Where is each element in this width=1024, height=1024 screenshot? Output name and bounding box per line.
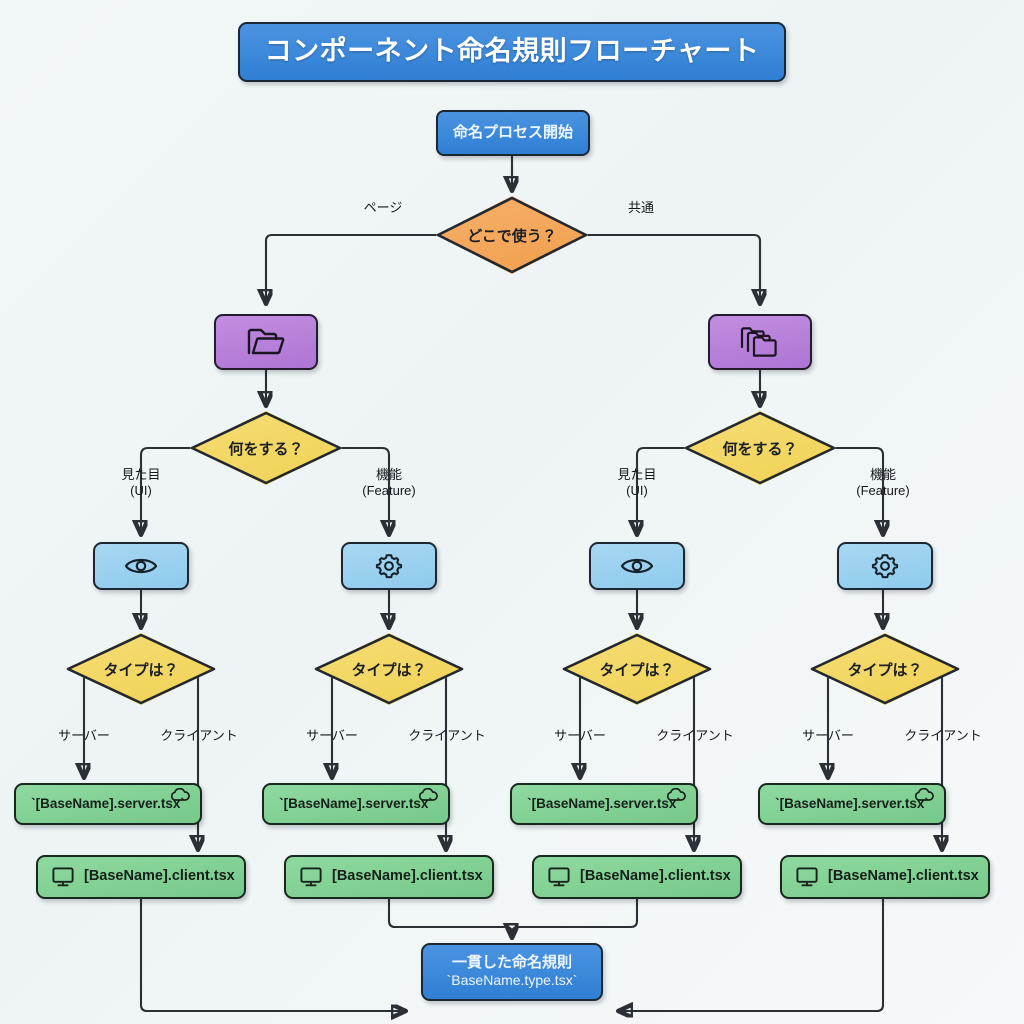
- page-title-text: コンポーネント命名規則フローチャート: [264, 36, 760, 67]
- result-client-3[interactable]: [BaseName].client.tsx: [532, 855, 742, 899]
- decision-type-3[interactable]: タイプは？: [562, 633, 712, 705]
- result-client-4-label: [BaseName].client.tsx: [828, 868, 979, 885]
- decision-where[interactable]: どこで使う？: [436, 196, 588, 274]
- decision-where-outline: [436, 196, 588, 274]
- decision-type-1[interactable]: タイプは？: [66, 633, 216, 705]
- result-server-2-label: `[BaseName].server.tsx`: [279, 796, 433, 812]
- result-server-1[interactable]: `[BaseName].server.tsx`: [14, 783, 202, 825]
- decision-what-page-outline: [190, 411, 342, 485]
- final-node-label: 一貫した命名規則 `BaseName.type.tsx`: [447, 954, 578, 989]
- decision-type-3-label: タイプは？: [599, 661, 675, 679]
- edge-label-server-1: サーバー: [58, 728, 110, 743]
- decision-what-shared-outline: [684, 411, 836, 485]
- decision-what-page-label: 何をする？: [228, 440, 304, 458]
- final-node[interactable]: 一貫した命名規則 `BaseName.type.tsx`: [421, 943, 603, 1001]
- gear-icon: [375, 554, 403, 579]
- monitor-icon: [548, 867, 570, 887]
- decision-type-4[interactable]: タイプは？: [810, 633, 960, 705]
- result-server-4[interactable]: `[BaseName].server.tsx`: [758, 783, 946, 825]
- edge-where-shared: [586, 233, 760, 303]
- cloud-icon: [170, 788, 190, 801]
- decision-type-4-outline: [810, 633, 960, 705]
- monitor-icon: [300, 867, 322, 887]
- start-node[interactable]: 命名プロセス開始: [436, 110, 590, 156]
- gear-icon: [871, 554, 899, 579]
- edge-label-shared: 共通: [627, 200, 654, 215]
- edge-label-client-1: クライアント: [160, 728, 238, 743]
- kind-node-ui-1[interactable]: [93, 542, 189, 590]
- result-server-3[interactable]: `[BaseName].server.tsx`: [510, 783, 698, 825]
- result-server-4-label: `[BaseName].server.tsx`: [775, 796, 929, 812]
- result-server-1-label: `[BaseName].server.tsx`: [31, 796, 185, 812]
- scope-node-shared[interactable]: [708, 314, 812, 370]
- decision-type-2-outline: [314, 633, 464, 705]
- edge-label-feature-1: 機能 (Feature): [362, 467, 416, 499]
- result-server-2[interactable]: `[BaseName].server.tsx`: [262, 783, 450, 825]
- edge-label-server-3: サーバー: [554, 728, 606, 743]
- decision-what-shared[interactable]: 何をする？: [684, 411, 836, 485]
- edge-where-page: [266, 233, 438, 303]
- folder-open-icon: [247, 328, 285, 355]
- final-node-line1: 一貫した命名規則: [451, 954, 572, 972]
- edge-label-client-4: クライアント: [904, 728, 982, 743]
- edge-label-client-3: クライアント: [656, 728, 734, 743]
- cloud-icon: [914, 788, 934, 801]
- edge-client1-final: [139, 897, 405, 1011]
- decision-type-1-outline: [66, 633, 216, 705]
- kind-node-feature-1[interactable]: [341, 542, 437, 590]
- scope-node-page[interactable]: [214, 314, 318, 370]
- monitor-icon: [52, 867, 74, 887]
- decision-type-3-outline: [562, 633, 712, 705]
- edge-label-ui-2: 見た目 (UI): [617, 467, 657, 499]
- folders-stack-icon: [740, 327, 777, 357]
- result-client-4[interactable]: [BaseName].client.tsx: [780, 855, 990, 899]
- decision-type-2-label: タイプは？: [351, 661, 427, 679]
- edge-client2-final: [387, 897, 512, 937]
- eye-icon: [124, 558, 158, 574]
- kind-node-feature-2[interactable]: [837, 542, 933, 590]
- edge-client3-final: [512, 897, 639, 937]
- decision-where-label: どこで使う？: [467, 227, 557, 245]
- decision-type-1-label: タイプは？: [103, 661, 179, 679]
- cloud-icon: [666, 788, 686, 801]
- final-node-line2: `BaseName.type.tsx`: [446, 972, 578, 988]
- decision-what-shared-label: 何をする？: [722, 440, 798, 458]
- start-node-label: 命名プロセス開始: [452, 124, 573, 142]
- edge-client4-final: [619, 897, 885, 1011]
- result-client-2-label: [BaseName].client.tsx: [332, 868, 483, 885]
- result-server-3-label: `[BaseName].server.tsx`: [527, 796, 681, 812]
- edge-label-ui-1: 見た目 (UI): [121, 467, 161, 499]
- decision-what-page[interactable]: 何をする？: [190, 411, 342, 485]
- result-client-1-label: [BaseName].client.tsx: [84, 868, 235, 885]
- result-client-1[interactable]: [BaseName].client.tsx: [36, 855, 246, 899]
- edge-label-feature-2: 機能 (Feature): [856, 467, 910, 499]
- cloud-icon: [418, 788, 438, 801]
- edge-label-server-4: サーバー: [802, 728, 854, 743]
- decision-type-4-label: タイプは？: [847, 661, 923, 679]
- edge-label-page: ページ: [363, 200, 403, 215]
- page-title: コンポーネント命名規則フローチャート: [238, 22, 786, 82]
- result-client-3-label: [BaseName].client.tsx: [580, 868, 731, 885]
- monitor-icon: [796, 867, 818, 887]
- result-client-2[interactable]: [BaseName].client.tsx: [284, 855, 494, 899]
- edge-label-client-2: クライアント: [408, 728, 486, 743]
- eye-icon: [620, 558, 654, 574]
- kind-node-ui-2[interactable]: [589, 542, 685, 590]
- edge-label-server-2: サーバー: [306, 728, 358, 743]
- decision-type-2[interactable]: タイプは？: [314, 633, 464, 705]
